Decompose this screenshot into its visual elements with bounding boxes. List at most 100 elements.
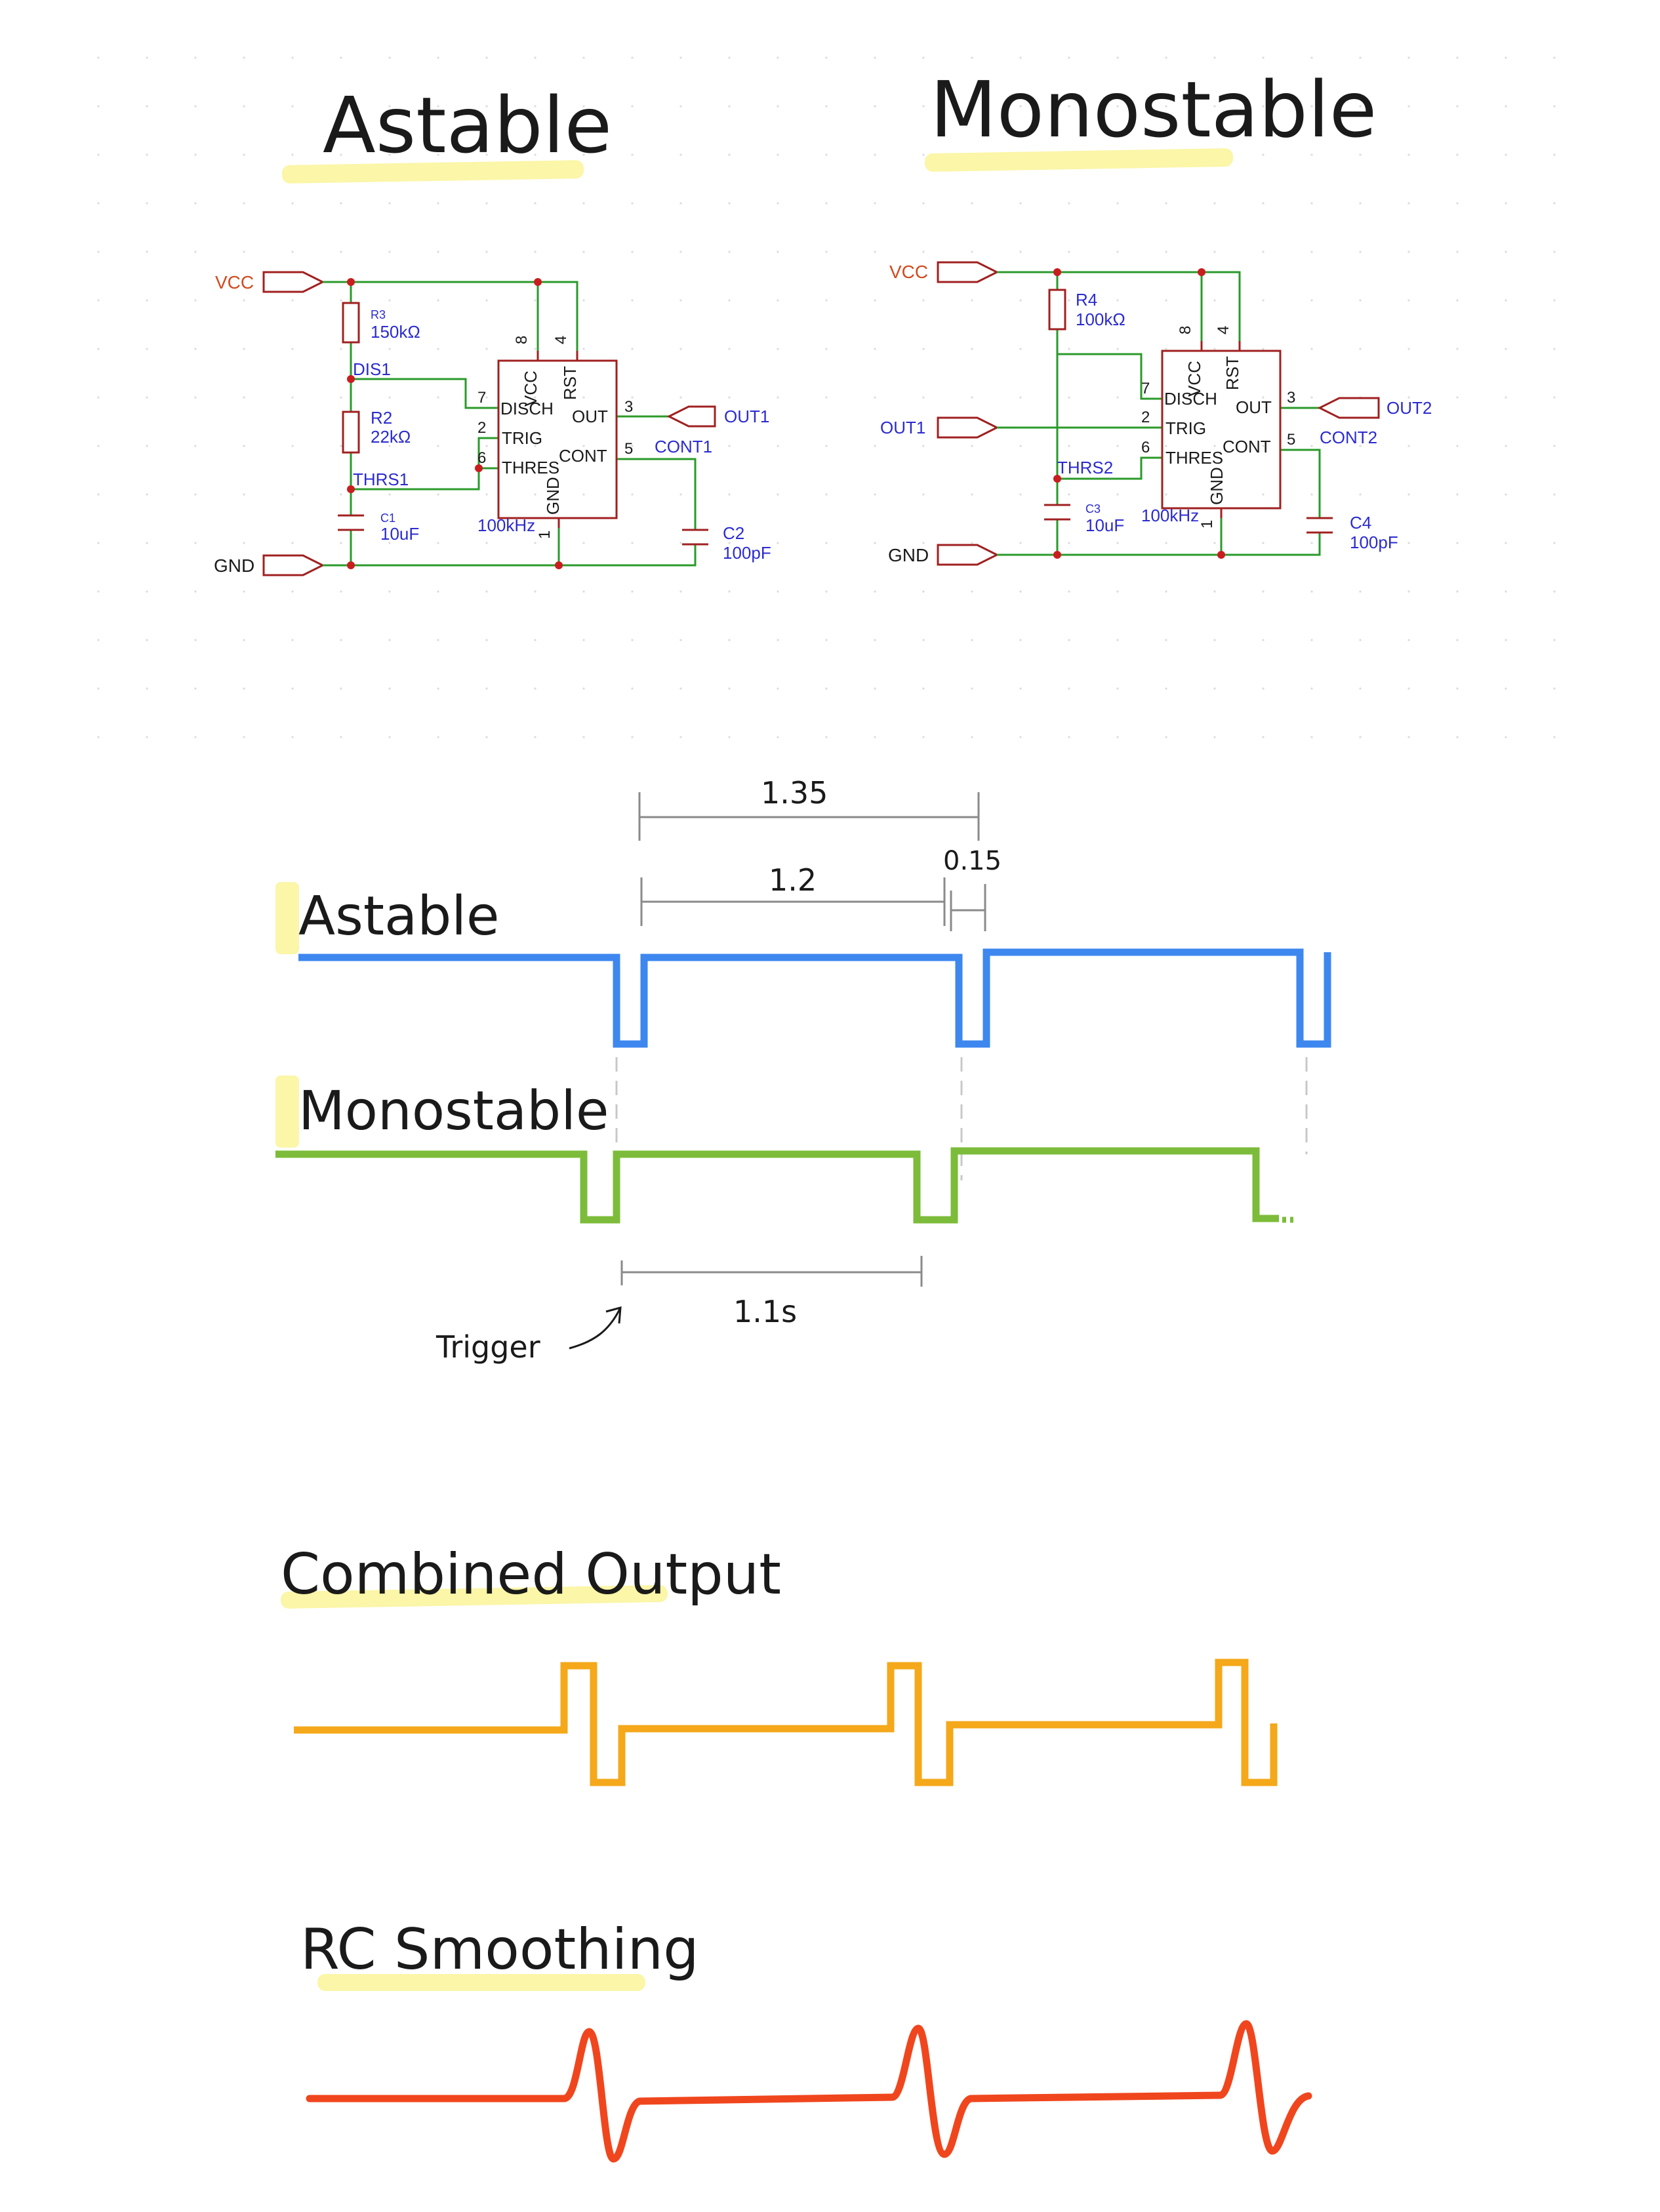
astable-chip-cont: CONT	[559, 446, 607, 466]
grid-dot	[194, 590, 197, 593]
grid-dot	[243, 687, 245, 690]
astable-chip-trig: TRIG	[502, 428, 542, 448]
grid-dot	[437, 153, 439, 156]
grid-dot	[291, 202, 294, 205]
mono-thres-wire	[1057, 456, 1162, 480]
astable-title-highlight	[281, 160, 584, 184]
grid-dot	[291, 56, 294, 59]
grid-dot	[485, 736, 488, 738]
combined-waveform	[294, 1659, 1278, 1786]
grid-dot	[825, 348, 828, 350]
grid-dot	[874, 396, 876, 399]
grid-dot	[971, 493, 973, 496]
grid-dot	[922, 639, 925, 641]
grid-dot	[388, 348, 391, 350]
grid-dot	[534, 251, 536, 253]
grid-dot	[1456, 153, 1459, 156]
mono-frequency: 100kHz	[1141, 506, 1199, 525]
grid-dot	[1213, 590, 1216, 593]
grid-dot	[1505, 56, 1507, 59]
grid-dot	[1553, 590, 1556, 593]
grid-dot	[388, 736, 391, 738]
grid-dot	[388, 251, 391, 253]
grid-dot	[1310, 202, 1313, 205]
mono-pulse-dimension	[620, 1256, 923, 1287]
astable-frequency: 100kHz	[477, 515, 535, 535]
rc-smoothing-waveform	[306, 2020, 1312, 2163]
grid-dot	[1407, 542, 1410, 544]
grid-dot	[485, 348, 488, 350]
grid-dot	[922, 590, 925, 593]
grid-dot	[194, 493, 197, 496]
grid-dot	[971, 396, 973, 399]
grid-dot	[1165, 542, 1167, 544]
trigger-arrow	[569, 1306, 622, 1350]
timing-dimensions: 1.35 1.2 0.15 1.1s Trigger	[435, 775, 1308, 1365]
high-label: 1.2	[769, 862, 817, 898]
grid-dot	[1019, 542, 1022, 544]
grid-dot	[146, 105, 148, 108]
grid-dot	[437, 493, 439, 496]
grid-dot	[1310, 493, 1313, 496]
grid-dot	[631, 348, 634, 350]
grid-dot	[194, 56, 197, 59]
mono-c3-ref: C3	[1085, 502, 1101, 515]
grid-dot	[728, 590, 731, 593]
grid-dot	[1456, 542, 1459, 544]
grid-dot	[1165, 396, 1167, 399]
grid-dot	[1456, 396, 1459, 399]
grid-dot	[388, 299, 391, 302]
grid-dot	[485, 299, 488, 302]
grid-dot	[485, 153, 488, 156]
grid-dot	[1456, 590, 1459, 593]
grid-dot	[1165, 590, 1167, 593]
grid-dot	[1213, 251, 1216, 253]
grid-dot	[922, 736, 925, 738]
grid-dot	[825, 105, 828, 108]
grid-dot	[728, 153, 731, 156]
grid-dot	[679, 348, 682, 350]
grid-dot	[971, 639, 973, 641]
astable-gnd-wire	[323, 544, 697, 567]
astable-chip-disch: DISCH	[500, 399, 554, 418]
grid-dot	[1359, 445, 1362, 447]
grid-dot	[243, 639, 245, 641]
grid-dot	[777, 493, 779, 496]
mono-junction-vcc	[1053, 268, 1061, 276]
grid-dot	[1116, 687, 1119, 690]
grid-dot	[1165, 202, 1167, 205]
grid-dot	[1310, 736, 1313, 738]
grid-dot	[146, 590, 148, 593]
mono-cont-wire	[1280, 449, 1321, 518]
astable-r3-ref: R3	[371, 308, 386, 321]
astable-vcc-label: VCC	[215, 272, 254, 292]
mono-disch-wire	[1057, 353, 1162, 400]
grid-dot	[777, 396, 779, 399]
mono-pin4-num: 4	[1215, 326, 1232, 334]
grid-dot	[922, 542, 925, 544]
grid-dot	[291, 348, 294, 350]
mono-in-label: OUT1	[880, 418, 925, 437]
grid-dot	[146, 687, 148, 690]
grid-dot	[728, 251, 731, 253]
grid-dot	[1068, 56, 1070, 59]
grid-dot	[194, 445, 197, 447]
grid-dot	[971, 105, 973, 108]
grid-dot	[1359, 736, 1362, 738]
grid-dot	[146, 639, 148, 641]
astable-out1-port	[666, 405, 716, 428]
grid-dot	[1407, 251, 1410, 253]
monostable-waveform	[275, 1147, 1279, 1224]
grid-dot	[582, 687, 585, 690]
grid-dot	[631, 202, 634, 205]
grid-dot	[340, 153, 342, 156]
mono-pin8-num: 8	[1177, 326, 1194, 334]
mono-gnd-port	[937, 544, 1000, 566]
grid-dot	[534, 396, 536, 399]
grid-dot	[728, 736, 731, 738]
grid-dot	[825, 736, 828, 738]
grid-dot	[1359, 153, 1362, 156]
grid-dot	[1553, 202, 1556, 205]
period-label: 1.35	[761, 775, 828, 811]
grid-dot	[243, 153, 245, 156]
